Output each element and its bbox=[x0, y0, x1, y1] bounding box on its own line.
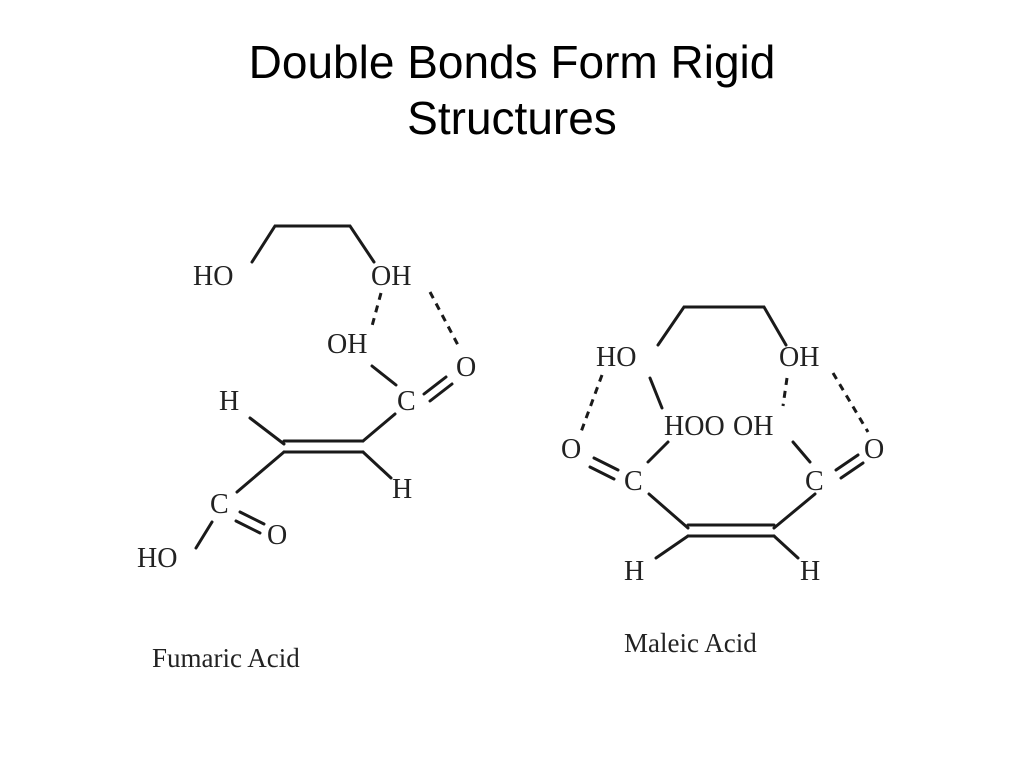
fumaric-atom-ho-top: HO bbox=[193, 261, 233, 292]
maleic-hbond-2 bbox=[781, 377, 789, 407]
fumaric-hbond-1 bbox=[370, 292, 383, 327]
maleic-bond-oh-c bbox=[791, 440, 812, 464]
maleic-acid-structure: HO OH HOO OH O O C C H H Maleic Acid bbox=[561, 305, 884, 658]
fumaric-acid-caption: Fumaric Acid bbox=[152, 643, 300, 673]
maleic-atom-oh-top: OH bbox=[779, 342, 819, 373]
fumaric-atom-ho-bottom: HO bbox=[137, 543, 177, 574]
fumaric-glycol-chain bbox=[250, 224, 376, 264]
maleic-glycol-chain bbox=[656, 305, 788, 347]
maleic-double-bond-co-1b bbox=[588, 465, 616, 481]
maleic-bond-c-alkene-right bbox=[772, 492, 817, 530]
maleic-double-bond-co-1a bbox=[592, 456, 620, 472]
maleic-bond-c-alkene-left bbox=[647, 492, 690, 530]
fumaric-atom-oh-mid: OH bbox=[327, 329, 367, 360]
fumaric-atom-o-right: O bbox=[456, 352, 476, 383]
maleic-bond-oo-c bbox=[646, 440, 670, 464]
fumaric-atom-h-right: H bbox=[392, 474, 412, 505]
fumaric-bond-h-right bbox=[361, 450, 393, 480]
fumaric-double-bond-co-2b bbox=[234, 519, 262, 535]
maleic-atom-o-left: O bbox=[561, 434, 581, 465]
fumaric-bond-h-left bbox=[248, 416, 286, 446]
fumaric-atom-c-top: C bbox=[397, 386, 416, 417]
fumaric-atom-o-bottom: O bbox=[267, 520, 287, 551]
fumaric-acid-structure: HO OH OH O C H H C O HO Fumaric Acid bbox=[137, 224, 476, 673]
maleic-bond-h-right bbox=[772, 534, 800, 560]
maleic-atom-h-left: H bbox=[624, 556, 644, 587]
maleic-atom-c-left: C bbox=[624, 466, 643, 497]
maleic-atom-ho-top: HO bbox=[596, 342, 636, 373]
fumaric-atom-oh-top: OH bbox=[371, 261, 411, 292]
maleic-hbond-3 bbox=[831, 372, 870, 433]
maleic-atom-o-right: O bbox=[864, 434, 884, 465]
title-line-2: Structures bbox=[407, 92, 617, 144]
maleic-bond-h-left bbox=[654, 534, 690, 560]
maleic-atom-c-right: C bbox=[805, 466, 824, 497]
maleic-double-bond-co-2a bbox=[834, 453, 860, 472]
fumaric-atom-h-left: H bbox=[219, 386, 239, 417]
fumaric-double-bond-co-1b bbox=[428, 382, 454, 403]
title-line-1: Double Bonds Form Rigid bbox=[248, 36, 776, 88]
slide-title: Double Bonds Form Rigid Structures bbox=[0, 34, 1024, 146]
fumaric-double-bond-co-1a bbox=[422, 375, 448, 396]
fumaric-double-bond-co-2a bbox=[238, 510, 266, 526]
fumaric-bond-alkene-c bbox=[235, 450, 286, 494]
fumaric-atom-c-bottom: C bbox=[210, 489, 229, 520]
maleic-atom-h-right: H bbox=[800, 556, 820, 587]
maleic-hbond-1 bbox=[579, 374, 604, 433]
maleic-acid-caption: Maleic Acid bbox=[624, 628, 757, 658]
maleic-atom-hoo: HOO bbox=[664, 411, 725, 442]
fumaric-bond-oh-c bbox=[370, 364, 398, 387]
maleic-double-bond-co-2b bbox=[839, 461, 865, 480]
maleic-atom-oh-center: OH bbox=[733, 411, 773, 442]
fumaric-hbond-2 bbox=[428, 291, 461, 348]
fumaric-bond-c-ho bbox=[194, 520, 214, 550]
maleic-bond-o-hoo bbox=[648, 376, 664, 410]
fumaric-bond-c-alkene bbox=[361, 412, 397, 443]
